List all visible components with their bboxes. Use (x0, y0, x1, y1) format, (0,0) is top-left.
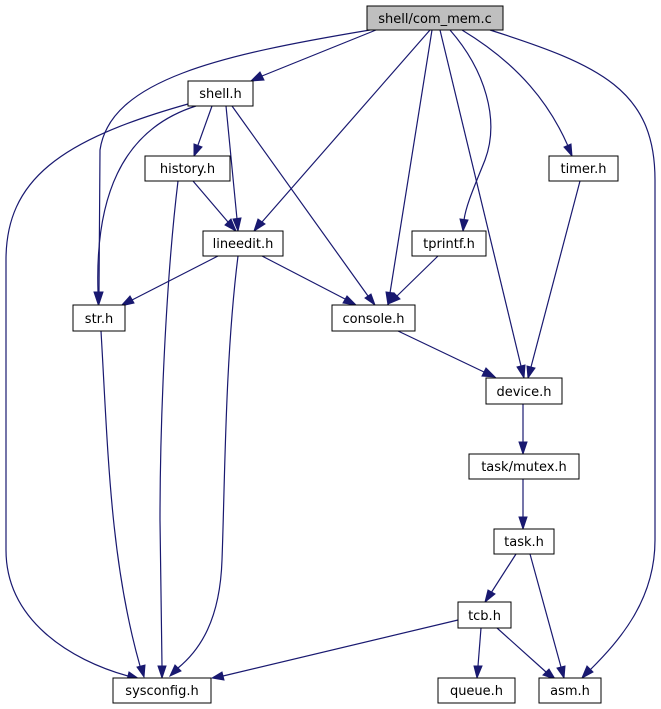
node-console-h-label: console.h (342, 312, 404, 327)
node-asm-h-label: asm.h (550, 684, 590, 699)
node-console-h[interactable]: console.h (331, 304, 416, 332)
node-tcb-h-label: tcb.h (468, 609, 501, 624)
node-root-label: shell/com_mem.c (378, 12, 491, 27)
edge-timer-device (526, 180, 581, 380)
node-timer-h-label: timer.h (561, 162, 607, 177)
node-task-h[interactable]: task.h (493, 528, 555, 555)
node-task-mutex-h[interactable]: task/mutex.h (468, 453, 580, 480)
node-tcb-h[interactable]: tcb.h (457, 601, 512, 629)
edge-lineedit-sysconfig (168, 255, 239, 678)
node-sysconfig-h[interactable]: sysconfig.h (112, 677, 212, 704)
node-device-h-label: device.h (496, 385, 551, 400)
edge-tcb-asm (496, 627, 557, 680)
edge-root-tprintf (449, 29, 492, 233)
edge-tcb-sysconfig (210, 619, 459, 681)
node-queue-h-label: queue.h (450, 684, 503, 699)
node-lineedit-h-label: lineedit.h (213, 237, 274, 252)
edge-shell-str (93, 105, 197, 306)
edge-device-mutex (518, 404, 528, 456)
node-tprintf-h[interactable]: tprintf.h (411, 230, 487, 257)
node-task-h-label: task.h (504, 535, 544, 550)
edge-task-asm (529, 553, 566, 680)
node-str-h-label: str.h (85, 312, 113, 327)
node-queue-h[interactable]: queue.h (437, 677, 516, 704)
node-asm-h[interactable]: asm.h (538, 677, 602, 704)
edge-shell-console (231, 105, 377, 307)
node-device-h[interactable]: device.h (485, 377, 563, 405)
node-shell-h[interactable]: shell.h (187, 80, 254, 107)
node-lineedit-h[interactable]: lineedit.h (202, 230, 284, 257)
node-tprintf-h-label: tprintf.h (423, 237, 475, 252)
edge-root-lineedit (253, 29, 431, 233)
node-task-mutex-h-label: task/mutex.h (481, 460, 567, 475)
edge-root-timer (461, 29, 573, 158)
edge-root-device (439, 29, 526, 380)
node-shell-h-label: shell.h (199, 87, 242, 102)
edge-lineedit-console (261, 255, 358, 306)
edges (5, 29, 656, 681)
node-timer-h[interactable]: timer.h (548, 155, 619, 182)
node-root[interactable]: shell/com_mem.c (366, 5, 504, 31)
nodes: shell/com_mem.c shell.h history.h timer.… (72, 5, 619, 704)
edge-history-sysconfig (157, 180, 179, 680)
node-sysconfig-h-label: sysconfig.h (125, 684, 198, 699)
node-history-h-label: history.h (160, 162, 215, 177)
edge-console-device (397, 330, 497, 378)
edge-shell-history (193, 105, 213, 158)
node-history-h[interactable]: history.h (144, 155, 231, 182)
edge-root-console (385, 29, 433, 307)
edge-task-tcb (484, 553, 517, 604)
edge-lineedit-str (119, 255, 219, 307)
edge-str-sysconfig (100, 330, 146, 679)
edge-mutex-task (518, 479, 528, 531)
edge-history-lineedit (192, 180, 238, 233)
edge-shell-lineedit (225, 105, 242, 233)
edge-root-asm (489, 29, 656, 680)
edge-tcb-queue (473, 627, 483, 680)
edge-root-shell (249, 29, 377, 82)
edge-tprintf-console (386, 255, 439, 306)
node-str-h[interactable]: str.h (72, 304, 126, 332)
